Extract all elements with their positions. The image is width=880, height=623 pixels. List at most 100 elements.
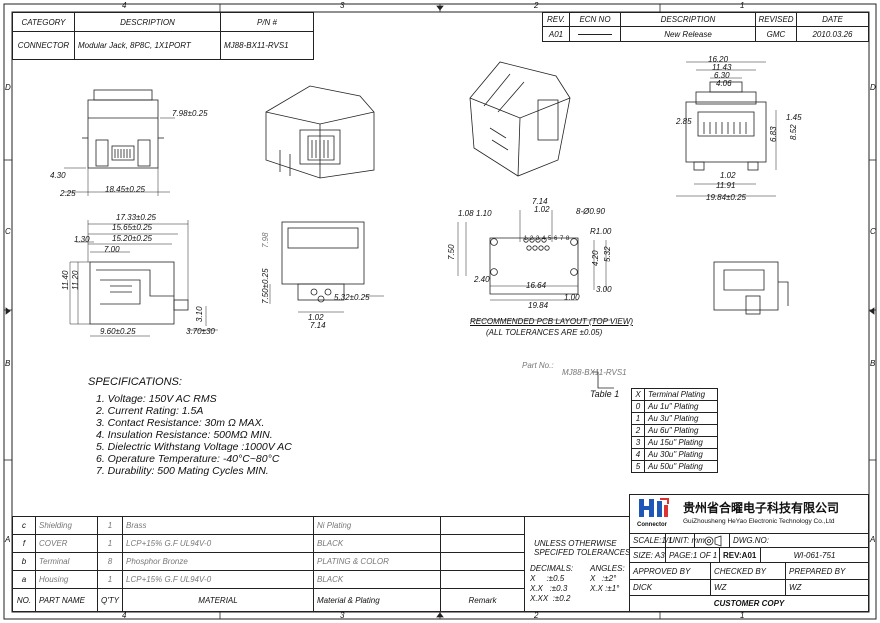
pin-6: 6 [554, 236, 558, 242]
decimal-xx: X.X :±0.3 [530, 584, 568, 593]
spec-item: 5. Dielectric Withstang Voltage :1000V A… [96, 441, 292, 453]
bom-part: COVER [35, 534, 98, 553]
header-description: DESCRIPTION [74, 12, 221, 32]
bom-qty: 8 [97, 552, 123, 571]
dim-bottom-7-50: 7.50±0.25 [261, 268, 270, 304]
bottom-view [269, 221, 384, 313]
size: SIZE: A3 [629, 547, 666, 563]
bom-plating: BLACK [313, 570, 441, 589]
dwg-no: WI-061-751 [760, 547, 869, 563]
row-label-c: C [5, 227, 11, 236]
bom-part: Housing [35, 570, 98, 589]
tolerance-title-2: SPECIFED TOLERANCES [534, 548, 631, 557]
bom-header-remark: Remark [440, 588, 525, 612]
bom-remark [440, 570, 525, 589]
bom-part: Shielding [35, 516, 98, 535]
dim-pcb-1-08: 1.08 [458, 209, 474, 218]
scale: SCALE:1/1 [629, 533, 673, 548]
pcb-tolerance: (ALL TOLERANCES ARE ±0.05) [486, 328, 603, 337]
row-label-right-d: D [870, 83, 876, 92]
col-label-1: 1 [740, 1, 745, 10]
dim-pcb-4-20: 4.20 [591, 250, 600, 266]
dim-right-16-20: 16.20 [708, 55, 729, 64]
spec-item: 2. Current Rating: 1.5A [96, 405, 204, 417]
date-header: DATE [796, 12, 869, 27]
bom-remark [440, 516, 525, 535]
row-label-b: B [5, 359, 11, 368]
revised-value: GMC [755, 26, 797, 42]
angle-x: X :±2° [590, 574, 617, 583]
table1-row-plating: Au 50u" Plating [644, 460, 718, 473]
dim-right-2-85: 2.85 [676, 117, 692, 126]
bom-plating: Ni Plating [313, 516, 441, 535]
rev-description-value: New Release [620, 26, 756, 42]
bom-header-part: PART NAME [35, 588, 98, 612]
unit: UNIT: mm [665, 533, 705, 548]
dim-right-6-30: 6.30 [714, 71, 730, 80]
pin-5: 5 [548, 236, 552, 242]
dim-pcb-3-00: 3.00 [596, 285, 612, 294]
dim-pcb-19-84: 19.84 [528, 301, 549, 310]
col-label-bottom-3: 3 [340, 611, 345, 620]
dim-front-width: 18.45±0.25 [105, 185, 145, 194]
approved-label: APPROVED BY [629, 562, 711, 580]
dim-right-8-52: 8.52 [789, 124, 798, 140]
dim-right-19-84: 19.84±0.25 [706, 193, 746, 202]
spec-item: 7. Durability: 500 Mating Cycles MIN. [96, 465, 269, 477]
dim-pcb-7-50: 7.50 [447, 244, 456, 260]
dim-pcb-1-02: 1.02 [534, 205, 550, 214]
angles-label: ANGLES: [590, 564, 625, 573]
dim-right-11-43: 11.43 [712, 63, 732, 72]
date-value: 2010.03.26 [796, 26, 869, 42]
col-label-bottom-4: 4 [122, 611, 127, 620]
bom-header-material: MATERIAL [122, 588, 314, 612]
ecn-value [569, 26, 621, 42]
dim-pcb-2-40: 2.40 [474, 275, 490, 284]
company-name-cn: 贵州省合曜电子科技有限公司 [683, 501, 840, 515]
decimal-xxx: X.XX :±0.2 [530, 594, 571, 603]
dim-pcb-1-10: 1.10 [476, 209, 492, 218]
rev: REV:A01 [719, 547, 761, 563]
spec-title: SPECIFICATIONS: [88, 376, 182, 388]
dim-side-11-20: 11.20 [71, 270, 80, 290]
approved-value: DICK [629, 579, 711, 596]
side-view-small [713, 261, 789, 315]
bom-material: LCP+15% G.F UL94V-0 [122, 570, 314, 589]
customer-copy: CUSTOMER COPY [629, 595, 869, 612]
pin-2: 2 [530, 236, 534, 242]
spec-item: 6. Operature Temperature: -40°C~80°C [96, 453, 280, 465]
bom-plating: PLATING & COLOR [313, 552, 441, 571]
spec-item: 1. Voltage: 150V AC RMS [96, 393, 217, 405]
spec-item: 4. Insulation Resistance: 500MΩ MIN. [96, 429, 273, 441]
bom-material: Brass [122, 516, 314, 535]
part-no-value: MJ88-BX11-RVS1 [562, 368, 627, 377]
dim-side-7-00: 7.00 [104, 245, 120, 254]
dim-front-height: 7.98±0.25 [172, 109, 208, 118]
dim-pcb-7-14: 7.14 [532, 197, 548, 206]
bom-no: f [12, 534, 36, 553]
bom-material: LCP+15% G.F UL94V-0 [122, 534, 314, 553]
pin-3: 3 [536, 236, 540, 242]
bom-no: a [12, 570, 36, 589]
bom-material: Phosphor Bronze [122, 552, 314, 571]
dim-bottom-5-32: 5.32±0.25 [334, 293, 370, 302]
dim-right-1-45: 1.45 [786, 113, 802, 122]
rev-header: REV. [542, 12, 570, 27]
col-label-bottom-1: 1 [740, 611, 745, 620]
pin-7: 7 [560, 236, 564, 242]
header-category: CATEGORY [12, 12, 75, 32]
bom-header-qty: Q'TY [97, 588, 123, 612]
decimal-x: X :±0.5 [530, 574, 565, 583]
description-value: Modular Jack, 8P8C, 1X1PORT [74, 31, 221, 60]
page: PAGE:1 OF 1 [665, 547, 720, 563]
col-label-bottom-2: 2 [534, 611, 539, 620]
angle-xx: X.X :±1° [590, 584, 620, 593]
dim-pcb-r1: R1.00 [590, 227, 612, 236]
dim-side-3-70: 3.70±30 [186, 327, 215, 336]
row-label-right-b: B [870, 359, 876, 368]
iso-view-front [265, 85, 375, 179]
prepared-label: PREPARED BY [785, 562, 869, 580]
part-no-label: Part No.: [522, 361, 554, 370]
